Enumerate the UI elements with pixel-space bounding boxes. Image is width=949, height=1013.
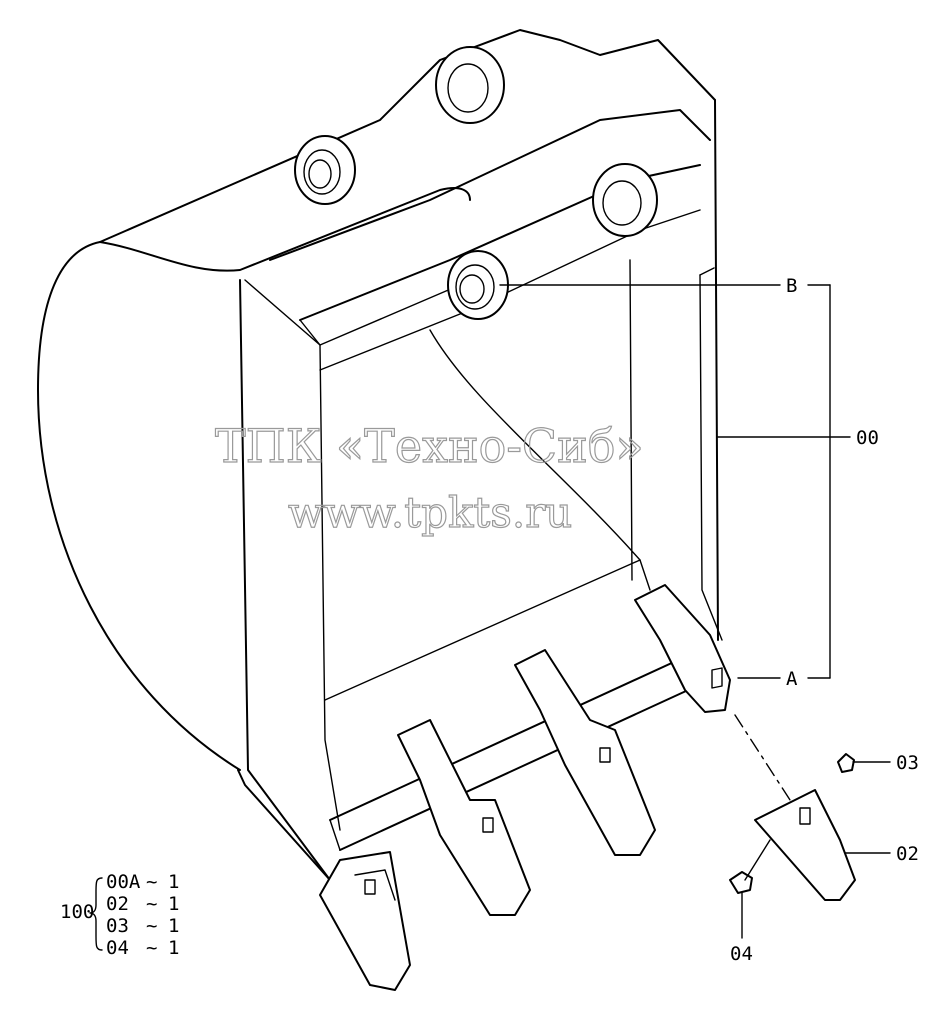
callout-a: A	[786, 668, 798, 690]
kit-part: 00A	[106, 871, 141, 893]
kit-number: 100	[60, 901, 94, 923]
watermark-line2: www.tpkts.ru	[288, 488, 572, 537]
kit-row-2: 03 ~ 1	[106, 915, 179, 937]
kit-separator: ~	[146, 915, 157, 937]
kit-separator: ~	[146, 871, 157, 893]
leader-lines	[499, 284, 891, 939]
kit-separator: ~	[146, 893, 157, 915]
watermark-line1: ТПК «Техно-Сиб»	[215, 419, 644, 473]
pin-boss-front	[447, 250, 509, 320]
kit-qty: 1	[168, 915, 179, 937]
bucket-body	[37, 29, 723, 881]
callout-b: B	[786, 275, 797, 297]
kit-row-0: 00A ~ 1	[106, 871, 179, 893]
kit-row-1: 02 ~ 1	[106, 893, 179, 915]
pin-boss-right	[592, 163, 658, 237]
assembly-dashline	[734, 714, 791, 801]
kit-qty: 1	[168, 937, 179, 959]
kit-qty: 1	[168, 893, 179, 915]
kit-qty: 1	[168, 871, 179, 893]
kit-list: 100 00A ~ 1 02 ~ 1 03 ~ 1 04 ~ 1	[60, 871, 179, 959]
kit-part: 04	[106, 937, 129, 959]
kit-brace	[89, 877, 103, 951]
tooth-part-02	[754, 789, 856, 901]
tooth-2	[397, 719, 531, 916]
tooth-adapter-4	[634, 584, 731, 713]
pin-boss-top-right	[435, 46, 505, 124]
kit-part: 03	[106, 915, 129, 937]
callout-03: 03	[896, 752, 919, 774]
nut-part-03	[837, 753, 855, 773]
tooth-3	[514, 649, 656, 856]
kit-part: 02	[106, 893, 129, 915]
callout-00: 00	[856, 427, 879, 449]
kit-separator: ~	[146, 937, 157, 959]
pin-boss-top-left	[294, 135, 356, 205]
callout-02: 02	[896, 843, 919, 865]
tooth-1	[319, 851, 411, 991]
callout-04: 04	[730, 943, 753, 965]
kit-row-3: 04 ~ 1	[106, 937, 179, 959]
